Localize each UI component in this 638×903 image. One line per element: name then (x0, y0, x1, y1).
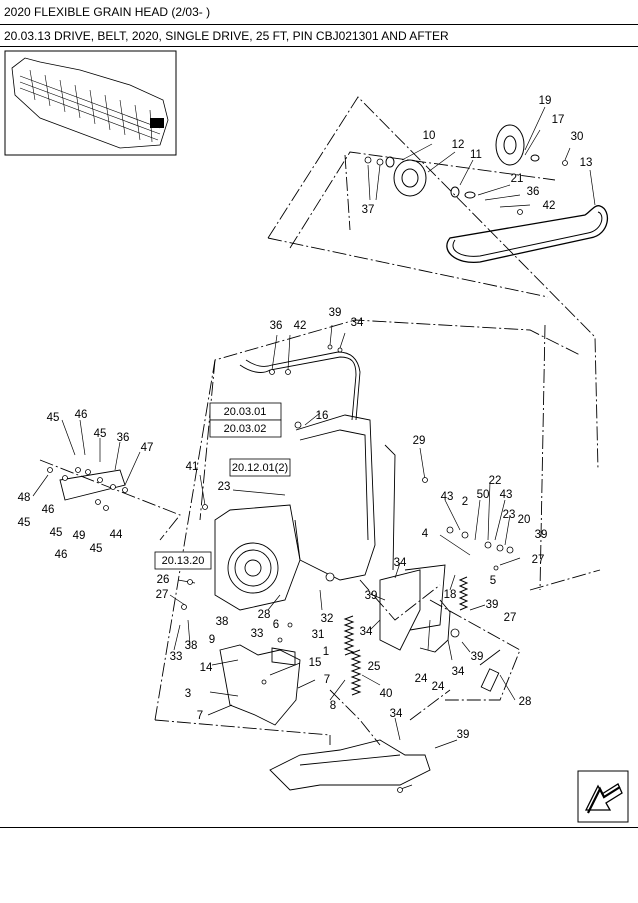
callout-number: 11 (470, 149, 482, 161)
callout-number: 18 (444, 589, 457, 601)
callout-number: 7 (324, 674, 330, 686)
main-frame (59, 351, 501, 791)
reference-boxes (154, 402, 291, 570)
callout-number: 22 (489, 475, 502, 487)
callout-number: 23 (503, 509, 516, 521)
upper-drive-parts (385, 124, 609, 263)
assembly-outlines (39, 96, 601, 746)
callout-number: 33 (251, 628, 264, 640)
callout-number: 28 (519, 696, 532, 708)
callout-number: 47 (141, 442, 154, 454)
callout-number: 41 (186, 461, 199, 473)
callout-number: 38 (185, 640, 198, 652)
callout-number: 17 (552, 114, 565, 126)
callout-number: 29 (413, 435, 426, 447)
callout-number: 46 (42, 504, 55, 516)
reference-label[interactable]: 20.13.20 (162, 555, 205, 567)
callout-number: 24 (432, 681, 445, 693)
callout-number: 30 (571, 131, 584, 143)
callout-number: 39 (457, 729, 470, 741)
hardware-fasteners (47, 156, 568, 793)
callout-number: 49 (73, 530, 86, 542)
callout-number: 1 (323, 646, 329, 658)
leader-lines (32, 106, 596, 791)
callout-number: 45 (50, 527, 63, 539)
callout-number: 43 (441, 491, 454, 503)
page-subtitle: 20.03.13 DRIVE, BELT, 2020, SINGLE DRIVE… (0, 25, 638, 47)
callout-number: 44 (110, 529, 123, 541)
callout-number: 50 (477, 489, 490, 501)
callout-number: 36 (117, 432, 130, 444)
callout-number: 39 (471, 651, 484, 663)
callout-number: 31 (312, 629, 325, 641)
callout-number: 5 (490, 575, 496, 587)
callout-number: 3 (185, 688, 191, 700)
callout-number: 27 (504, 612, 517, 624)
reference-label[interactable]: 20.03.02 (224, 423, 267, 435)
callout-number: 48 (18, 492, 31, 504)
callout-number: 16 (316, 410, 329, 422)
callout-number: 13 (580, 157, 593, 169)
callout-number: 45 (94, 428, 107, 440)
callout-number: 36 (270, 320, 283, 332)
reference-label[interactable]: 20.03.01 (224, 406, 267, 418)
callout-number: 34 (394, 557, 407, 569)
callout-number: 27 (156, 589, 169, 601)
callout-number: 2 (462, 496, 468, 508)
callout-number: 37 (362, 204, 375, 216)
callout-number: 23 (218, 481, 231, 493)
machine-thumbnail (4, 50, 177, 156)
callout-number: 6 (273, 619, 279, 631)
callout-number: 42 (543, 200, 556, 212)
callout-number: 39 (365, 590, 378, 602)
callout-number: 42 (294, 320, 307, 332)
reference-labels: 20.03.01 20.03.02 20.12.01(2) 20.13.20 (162, 406, 289, 567)
callout-number: 12 (452, 139, 465, 151)
callout-number: 7 (197, 710, 203, 722)
callout-number: 32 (321, 613, 334, 625)
callout-number: 46 (55, 549, 68, 561)
springs (343, 576, 469, 696)
callout-number: 8 (330, 700, 336, 712)
reference-label[interactable]: 20.12.01(2) (232, 462, 288, 474)
callout-number: 19 (539, 95, 552, 107)
callout-number: 34 (360, 626, 373, 638)
callout-number: 45 (47, 412, 60, 424)
callout-number: 4 (422, 528, 429, 540)
callout-number: 27 (532, 554, 545, 566)
callout-number: 39 (486, 599, 499, 611)
callout-number: 33 (170, 651, 183, 663)
callout-number: 20 (518, 514, 531, 526)
callout-number: 38 (216, 616, 229, 628)
callout-number: 36 (527, 186, 540, 198)
callout-number: 24 (415, 673, 428, 685)
page-title: 2020 FLEXIBLE GRAIN HEAD (2/03- ) (0, 0, 638, 25)
callout-number: 39 (329, 307, 342, 319)
callout-number: 43 (500, 489, 513, 501)
callout-number: 10 (423, 130, 436, 142)
callout-number: 14 (200, 662, 213, 674)
callout-number: 26 (157, 574, 170, 586)
callout-number: 28 (258, 609, 271, 621)
callout-number: 34 (452, 666, 465, 678)
callout-number: 34 (390, 708, 403, 720)
callout-number: 45 (18, 517, 31, 529)
callout-number: 46 (75, 409, 88, 421)
callout-number: 40 (380, 688, 393, 700)
lower-blank-area (0, 828, 638, 903)
next-page-arrow-icon[interactable] (577, 770, 629, 823)
callout-number: 25 (368, 661, 381, 673)
callout-number: 39 (535, 529, 548, 541)
callout-number: 9 (209, 634, 215, 646)
callout-number: 15 (309, 657, 322, 669)
callout-number: 45 (90, 543, 103, 555)
callout-number: 34 (351, 317, 364, 329)
callout-number: 21 (511, 173, 524, 185)
